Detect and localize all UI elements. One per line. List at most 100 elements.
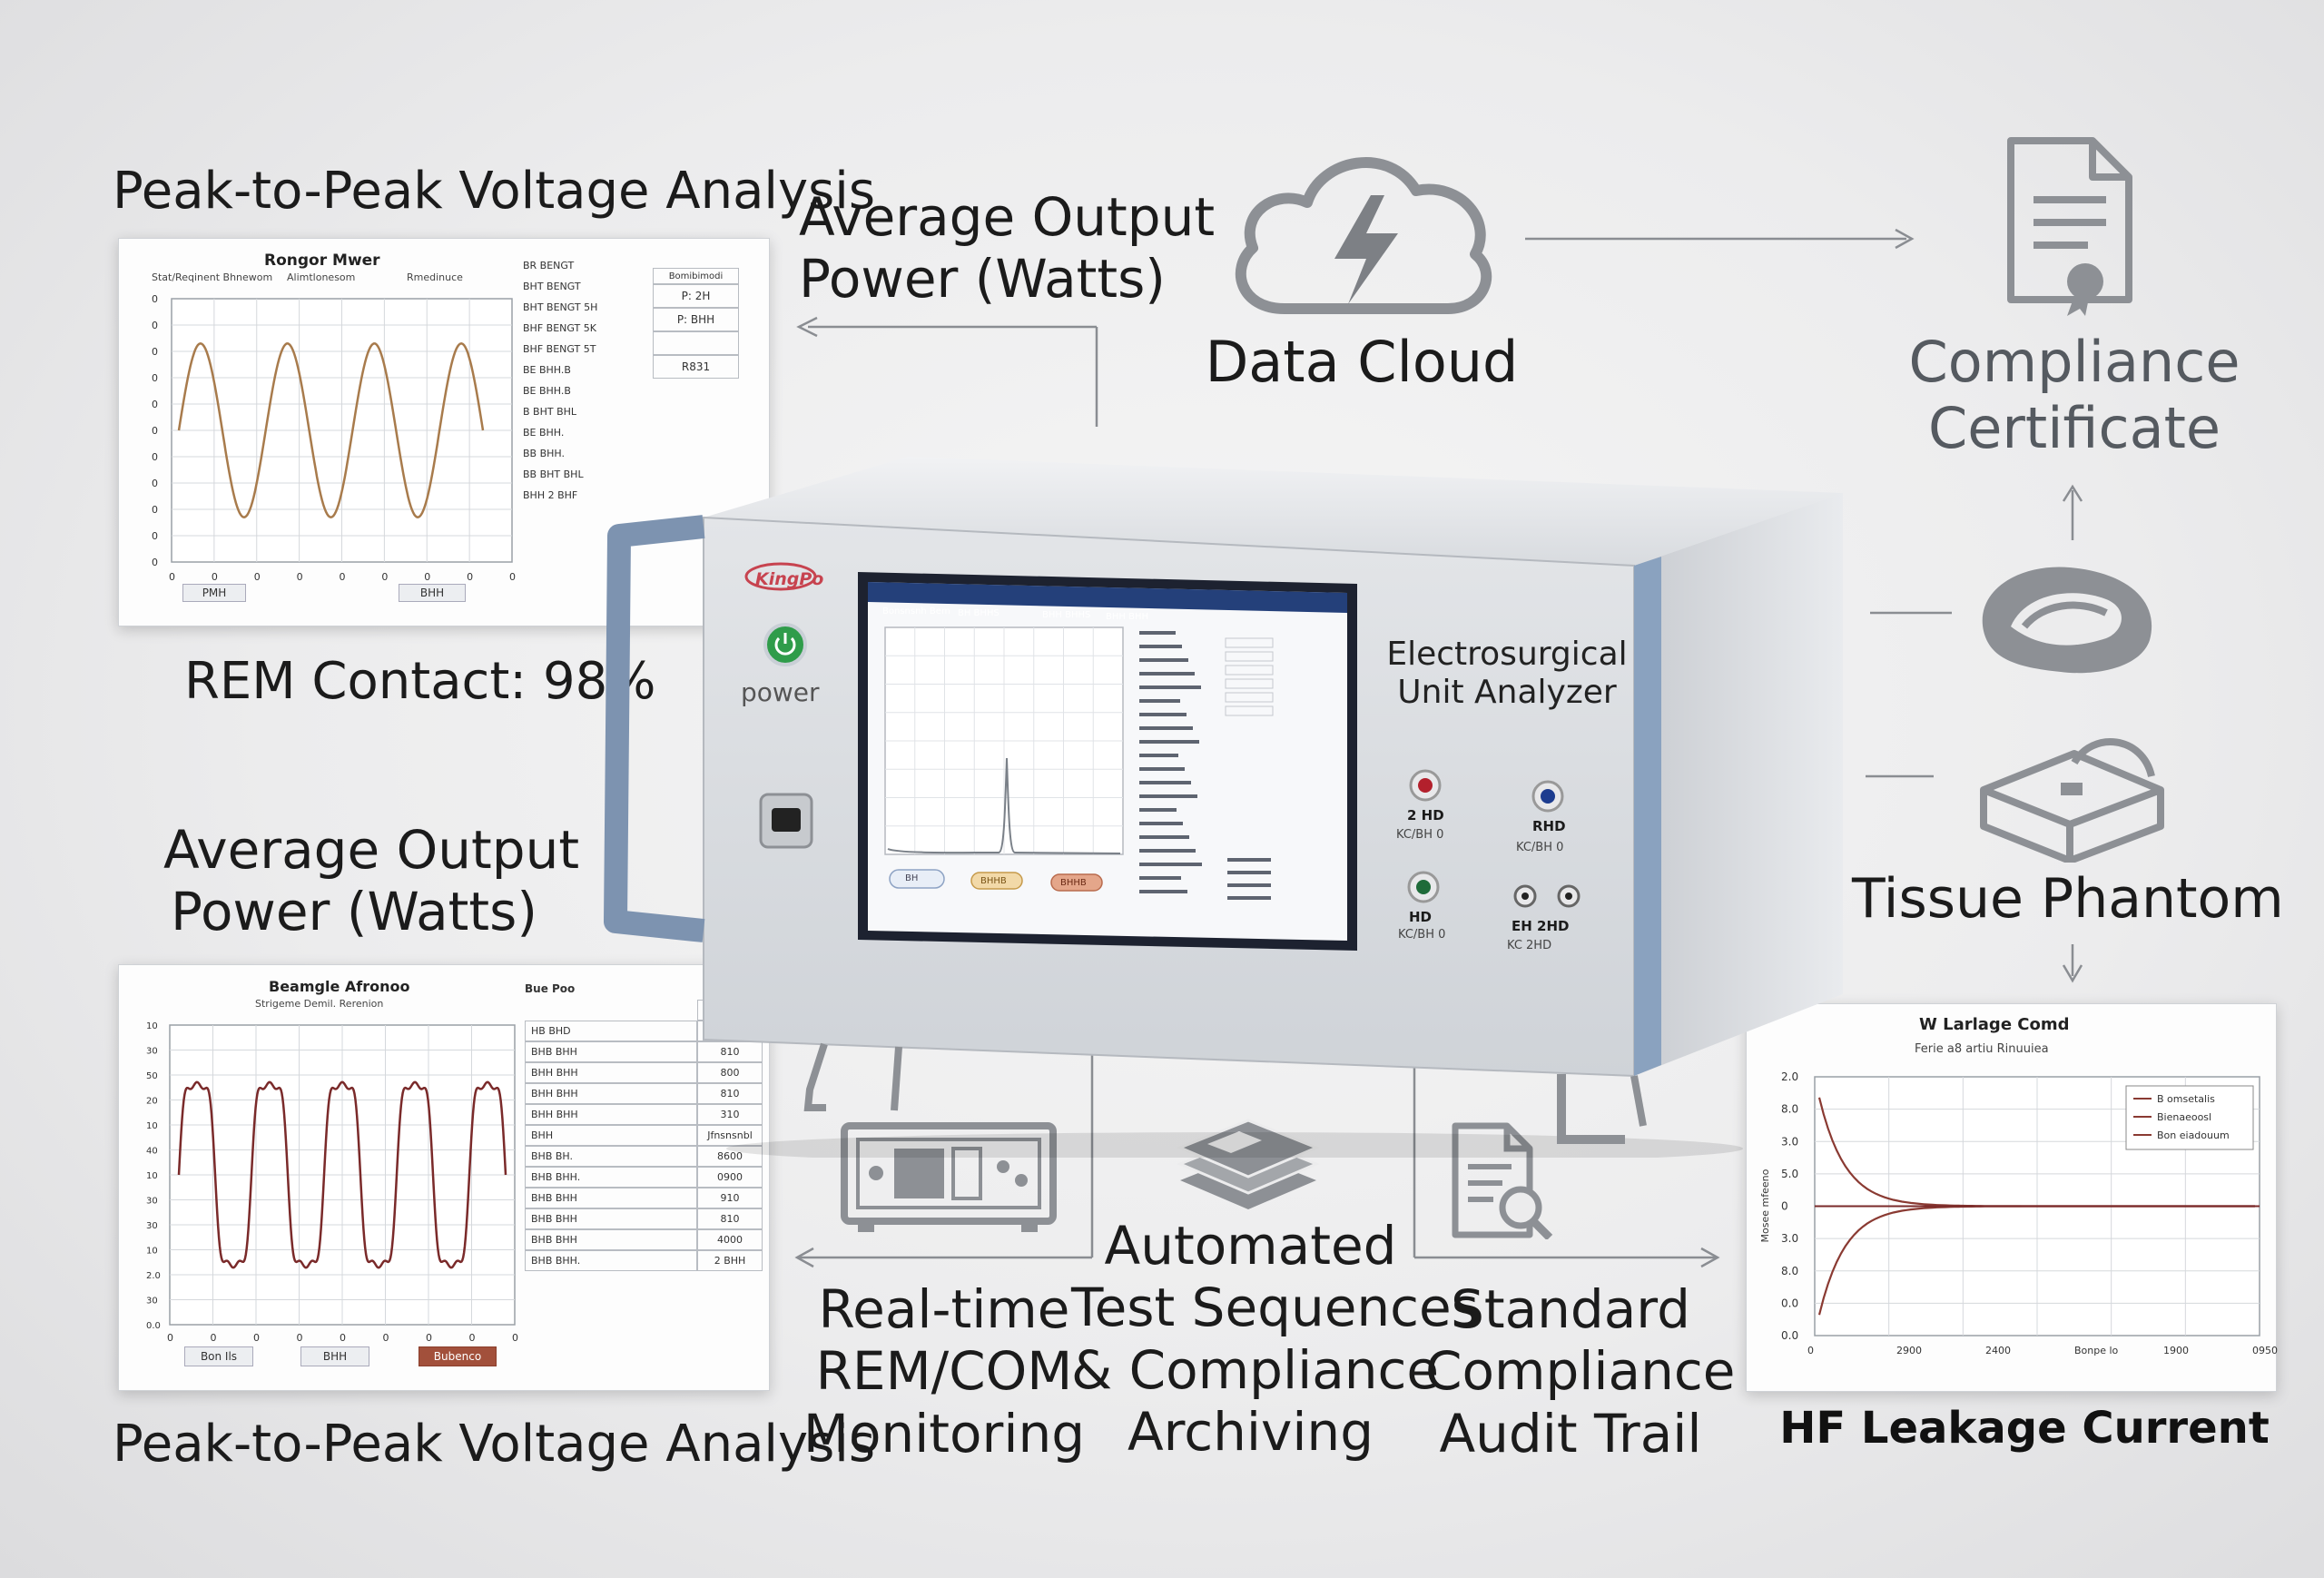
x-tick-label: 0 xyxy=(426,1332,432,1344)
screen-field xyxy=(1225,637,1274,648)
panel-right-button[interactable]: Bubenco xyxy=(419,1346,497,1366)
screen-text-line xyxy=(1139,822,1183,825)
parameter-values: Bomibimodi P: 2H P: BHH R831 xyxy=(653,268,739,379)
parameter-row: BHT BENGT 5H xyxy=(523,301,598,313)
y-tick-label: 0 xyxy=(152,320,158,331)
x-tick-label: 0 xyxy=(253,1332,260,1344)
x-tick-label: 0 xyxy=(512,1332,518,1344)
port-label: RHD xyxy=(1532,818,1566,834)
legend-label: Bienaeoosl xyxy=(2157,1111,2211,1123)
screen-text-line xyxy=(1139,631,1176,635)
audit-line1: Standard xyxy=(1451,1278,1690,1340)
table-cell-value: 2 BHH xyxy=(697,1250,763,1271)
compliance-certificate-label: Compliance Certificate xyxy=(1888,329,2260,461)
x-tick-label: 0 xyxy=(169,571,175,583)
y-tick-label: 0.0 xyxy=(1781,1297,1798,1309)
screen-text-line xyxy=(1227,883,1271,887)
y-tick-label: 8.0 xyxy=(1781,1103,1798,1116)
y-tick-label: 40 xyxy=(146,1147,158,1157)
x-tick-label: 0 xyxy=(340,1332,346,1344)
screen-field xyxy=(1225,651,1274,662)
legend-label: Bon eiadouum xyxy=(2157,1129,2230,1141)
screen-button[interactable]: BHHB xyxy=(1060,878,1087,888)
left-bottom-title: Peak-to-Peak Voltage Analysis xyxy=(113,1415,875,1474)
y-tick-label: 20 xyxy=(146,1097,158,1107)
table-cell-key: BHB BHH xyxy=(525,1229,697,1250)
automated-line2: Test Sequences xyxy=(1071,1277,1479,1339)
panel-left-button[interactable]: Bon Ils xyxy=(184,1346,253,1366)
screen-button[interactable]: BHHB xyxy=(980,876,1007,886)
x-tick-label: 0 xyxy=(340,571,346,583)
automated-line1: Automated xyxy=(1104,1215,1397,1277)
screen-text-line xyxy=(1139,685,1201,689)
y-tick-label: 0 xyxy=(152,504,158,516)
left-mid-title-line1: Average Output xyxy=(163,819,580,881)
leakage-current-panel: W Larlage Comd Ferie a8 artiu Rinuuiea 2… xyxy=(1746,1003,2278,1392)
panel-title: W Larlage Comd xyxy=(1919,1015,2070,1034)
y-tick-label: 0.0 xyxy=(146,1321,161,1331)
port-sublabel: KC 2HD xyxy=(1507,939,1552,952)
table-cell-value: 810 xyxy=(697,1083,763,1104)
screen-tab[interactable]: BHH BHH xyxy=(1106,612,1148,622)
panel-subtitle-mid: Alimtlonesom xyxy=(287,271,356,283)
screen-field xyxy=(1225,665,1274,676)
y-tick-label: 0 xyxy=(152,399,158,410)
table-cell-key: BHH xyxy=(525,1125,697,1146)
screen-button[interactable]: BH xyxy=(905,873,919,883)
realtime-monitoring-label: Real-time REM/COM Monitoring xyxy=(799,1278,1089,1465)
port-sublabel: KC/BH 0 xyxy=(1516,841,1564,854)
x-tick-label: 0 xyxy=(509,571,516,583)
screen-field xyxy=(1225,692,1274,703)
screen-tab[interactable]: BHH BHHS xyxy=(1042,610,1091,620)
table-cell-key: BHH BHH xyxy=(525,1104,697,1125)
power-table-title: Bue Poo xyxy=(525,981,576,995)
document-search-icon xyxy=(1452,1122,1553,1239)
automated-line3: & Compliance xyxy=(1071,1338,1440,1401)
screen-tab[interactable]: Bonsnsnh Bem xyxy=(882,607,950,616)
y-tick-label: 10 xyxy=(146,1121,158,1131)
analyzer-unit xyxy=(604,457,1843,1158)
y-tick-label: 3.0 xyxy=(1781,1232,1798,1245)
screen-text-line xyxy=(1139,713,1187,716)
panel-right-button[interactable]: BHH xyxy=(399,584,466,602)
table-cell-key: BHH BHH xyxy=(525,1083,697,1104)
screen-text-line xyxy=(1139,767,1185,771)
parameter-row: BR BENGT xyxy=(523,260,575,271)
x-tick-label: 0950 xyxy=(2252,1345,2278,1356)
y-tick-label: 30 xyxy=(146,1197,158,1207)
series-line xyxy=(177,342,485,519)
screen-text-line xyxy=(1139,699,1180,703)
left-mid-title: Average Output Power (Watts) xyxy=(163,819,580,943)
y-tick-label: 0 xyxy=(152,346,158,358)
screen-text-line xyxy=(1139,754,1178,757)
panel-left-button[interactable]: PMH xyxy=(182,584,246,602)
screen-text-line xyxy=(1227,858,1271,862)
y-tick-label: 3.0 xyxy=(1781,1135,1798,1148)
x-tick-label: 2400 xyxy=(1985,1345,2011,1356)
table-cell-value: 810 xyxy=(697,1041,763,1062)
legend-label: B omsetalis xyxy=(2157,1093,2215,1105)
x-tick-label: 0 xyxy=(424,571,430,583)
port-label: HD xyxy=(1409,909,1433,925)
y-tick-label: 0 xyxy=(152,451,158,463)
screen-tab[interactable]: BH BHHS xyxy=(958,608,1000,618)
screen-field xyxy=(1225,705,1274,716)
table-cell-value: 0900 xyxy=(697,1167,763,1188)
table-cell-value: 4000 xyxy=(697,1229,763,1250)
y-tick-label: 10 xyxy=(146,1247,158,1257)
panel-mid-button[interactable]: BHH xyxy=(300,1346,369,1366)
y-tick-label: 10 xyxy=(146,1021,158,1031)
table-cell-key: BHB BHH xyxy=(525,1041,697,1062)
value-cell xyxy=(653,331,739,355)
y-tick-label: 0 xyxy=(152,557,158,568)
audit-line2: Compliance xyxy=(1425,1340,1736,1403)
certificate-icon xyxy=(2007,137,2132,316)
compliance-line2: Certificate xyxy=(1927,395,2221,462)
parameter-row: BB BHH. xyxy=(523,448,565,459)
series-line xyxy=(177,1080,507,1269)
